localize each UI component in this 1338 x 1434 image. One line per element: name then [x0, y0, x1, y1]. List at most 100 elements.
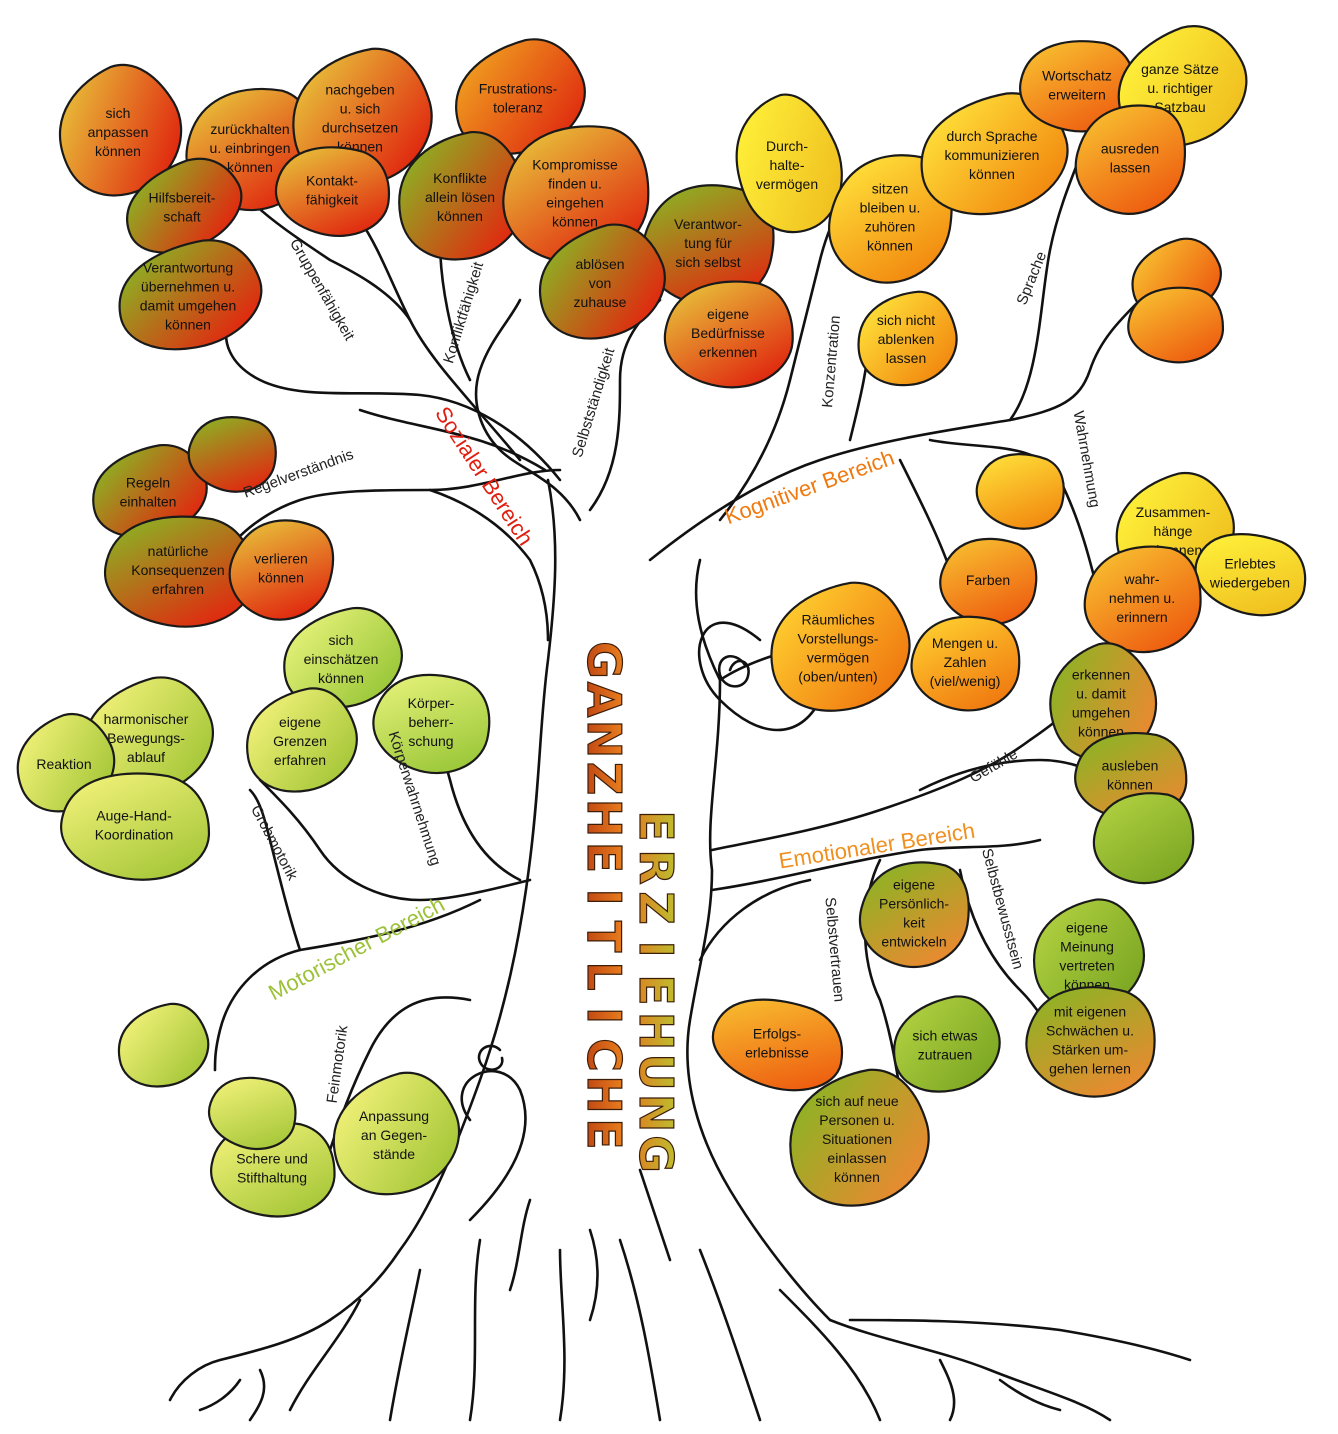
- branch-label-gefuehle: Gefühle: [967, 746, 1021, 787]
- title-letter: I: [577, 1007, 631, 1024]
- title-letter: A: [577, 682, 631, 718]
- leaf-shape: [1074, 104, 1187, 215]
- title-letter: I: [629, 940, 683, 957]
- leaf-shape: [712, 998, 844, 1092]
- leaf-shape: [372, 673, 491, 775]
- title-letter: E: [577, 842, 631, 873]
- title-letter: H: [577, 799, 631, 838]
- title-letter: E: [577, 1118, 631, 1149]
- branch-label-wahrnehmung: Wahrnehmung: [1070, 410, 1104, 509]
- leaf-shape: [789, 1068, 930, 1207]
- leaf-label: Reaktion: [36, 756, 91, 772]
- leaf-shape: [118, 239, 263, 351]
- leaf-shape: [735, 93, 843, 234]
- title-letter: I: [577, 888, 631, 905]
- leaf: Hilfsbereit-schaft: [126, 157, 243, 254]
- leaf-label: Erfolgs-erlebnisse: [745, 1026, 809, 1061]
- leaf-label: Frustrations-toleranz: [479, 81, 558, 116]
- title-letter: H: [577, 1075, 631, 1114]
- leaf-shape: [1025, 986, 1156, 1098]
- leaf: [1092, 792, 1195, 885]
- area-label-motorischer-bereich: Motorischer Bereich: [264, 891, 448, 1005]
- title-letter: R: [629, 849, 683, 884]
- area-label-kognitiver-bereich: Kognitiver Bereich: [721, 445, 897, 530]
- leaf: Auge-Hand-Koordination: [60, 772, 211, 881]
- leaf: [117, 1002, 210, 1088]
- title-letter: H: [629, 1012, 683, 1051]
- leaf-shape: [857, 290, 958, 387]
- title-letter: E: [629, 810, 683, 841]
- leaf-shape: [60, 772, 211, 881]
- leaf-shape: [59, 63, 183, 197]
- title-letter: L: [577, 961, 631, 990]
- leaf-shape: [939, 537, 1038, 626]
- leaf-label: Hilfsbereit-schaft: [149, 190, 216, 225]
- title-letter: N: [577, 720, 631, 759]
- branch-label-feinmotorik: Feinmotorik: [324, 1024, 352, 1104]
- leaf-shape: [663, 280, 794, 389]
- leaf: [208, 1076, 297, 1151]
- leaf-shape: [117, 1002, 210, 1088]
- leaf: Erfolgs-erlebnisse: [712, 998, 844, 1092]
- leaf-shape: [910, 615, 1021, 712]
- title-letter: E: [629, 974, 683, 1005]
- leaf-shape: [920, 92, 1069, 216]
- title-letter: T: [577, 921, 631, 953]
- leaf-shape: [187, 416, 277, 493]
- leaf-label: Durch-halte-vermögen: [756, 138, 818, 192]
- leaf-shape: [1127, 286, 1224, 364]
- leaf-shape: [539, 223, 666, 340]
- branch-label-selbstbewusstsein: Selbstbewusstsein: [978, 847, 1027, 971]
- leaf-shape: [1092, 792, 1195, 885]
- leaf-label: Farben: [966, 572, 1010, 588]
- branch-label-konzentration: Konzentration: [819, 315, 844, 409]
- branch-label-gruppenfaehigkeit: Gruppenfähigkeit: [286, 236, 358, 344]
- leaf: Körper-beherr-schung: [372, 673, 491, 775]
- title-letter: Z: [629, 891, 683, 924]
- leaf-label: Auge-Hand-Koordination: [95, 808, 174, 843]
- leaf-shape: [975, 453, 1065, 530]
- leaf-shape: [893, 995, 1001, 1093]
